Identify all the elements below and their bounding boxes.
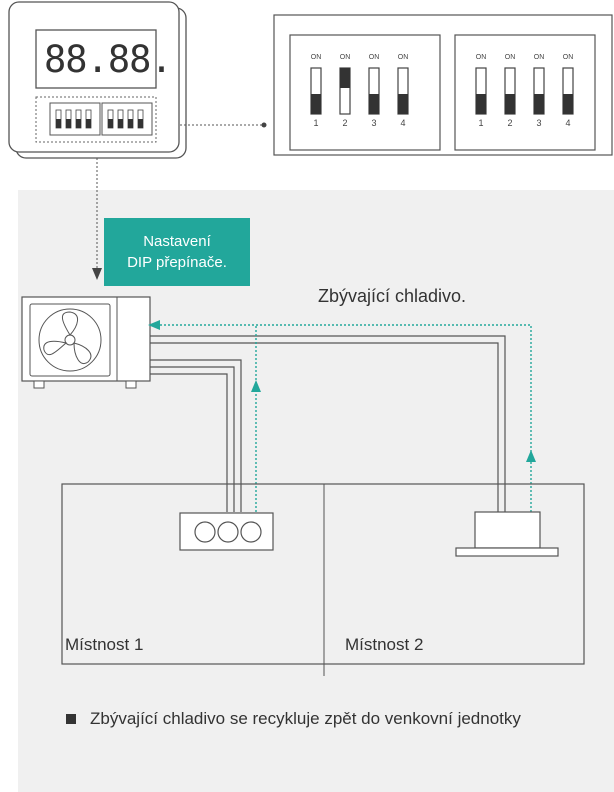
return-line-main (156, 324, 532, 512)
dip-switch-knob (534, 94, 544, 114)
switch-on-label: ON (533, 54, 545, 61)
indoor-outlet-3 (240, 521, 262, 543)
switch-on-label: ON (475, 54, 487, 61)
dip-switch-knob (563, 94, 573, 114)
switch-number-label: 1 (478, 118, 484, 128)
big-switches (310, 67, 574, 115)
switch-on-label: ON (562, 54, 574, 61)
indoor-unit-room2 (474, 511, 541, 549)
outdoor-foot-right (125, 380, 137, 389)
indoor-outlet-2 (217, 521, 239, 543)
mini-switches (55, 109, 144, 129)
switch-number-label: 2 (507, 118, 513, 128)
display-frame (35, 29, 157, 89)
switch-number-label: 4 (565, 118, 571, 128)
pipe-room2-inner (150, 342, 499, 512)
mini-dip-knob (118, 119, 123, 128)
dip-switch-knob (340, 68, 350, 88)
dip-switch-knob (505, 94, 515, 114)
pipe-room1-outer (150, 359, 242, 512)
note-text: Zbývající chladivo se recykluje zpět do … (90, 709, 521, 728)
indoor-outlet-1 (194, 521, 216, 543)
rooms-outline (61, 483, 585, 665)
outdoor-foot-left (33, 380, 45, 389)
arrow-up-icon (526, 450, 536, 462)
pipe-room1-inner (150, 366, 235, 512)
note: Zbývající chladivo se recykluje zpět do … (66, 708, 600, 730)
dip-switch-knob (369, 94, 379, 114)
dip-switch-knob (311, 94, 321, 114)
switch-on-label: ON (310, 54, 322, 61)
display-digits: 88.88. (44, 38, 173, 81)
room1-label: Místnost 1 (65, 635, 144, 654)
switch-number-label: 2 (342, 118, 348, 128)
dip-switch-knob (398, 94, 408, 114)
indoor-unit-room1 (179, 512, 274, 551)
mini-dip-knob (86, 119, 91, 128)
arrow-up-icon (251, 380, 261, 392)
switch-on-label: ON (397, 54, 409, 61)
controller-dip-area (35, 96, 157, 143)
switch-number-label: 4 (400, 118, 406, 128)
note-bullet-icon (66, 714, 76, 724)
return-flow (156, 324, 532, 512)
mini-dip-knob (108, 119, 113, 128)
lower-panel (18, 190, 614, 792)
controller-dip-block-1 (49, 102, 101, 136)
switch-number-label: 1 (313, 118, 319, 128)
fan-icon (29, 303, 111, 377)
dip-label-line2: DIP přepínače. (127, 254, 227, 271)
remaining-refrigerant-label: Zbývající chladivo. (318, 286, 467, 306)
arrow-left-icon (148, 320, 160, 330)
arrow-down-icon (92, 268, 102, 280)
mini-dip-knob (56, 119, 61, 128)
mini-dip-knob (76, 119, 81, 128)
mini-dip-knob (66, 119, 71, 128)
switch-number-label: 3 (371, 118, 377, 128)
connector-dot (261, 122, 267, 128)
switch-on-label: ON (504, 54, 516, 61)
pipe-room1-third (150, 373, 228, 512)
pipe-room2-outer (150, 335, 506, 512)
dip-setting-label: Nastavení DIP přepínače. (104, 218, 250, 286)
controller-dip-block-2 (101, 102, 153, 136)
switch-on-label: ON (339, 54, 351, 61)
mini-dip-knob (138, 119, 143, 128)
switch-on-label: ON (368, 54, 380, 61)
dip-label-line1: Nastavení (143, 233, 211, 250)
dip-switch-knob (476, 94, 486, 114)
room2-label: Místnost 2 (345, 635, 424, 654)
mini-dip-knob (128, 119, 133, 128)
indoor-unit-room2-panel (455, 547, 559, 557)
pipes (150, 335, 506, 512)
switch-number-label: 3 (536, 118, 542, 128)
